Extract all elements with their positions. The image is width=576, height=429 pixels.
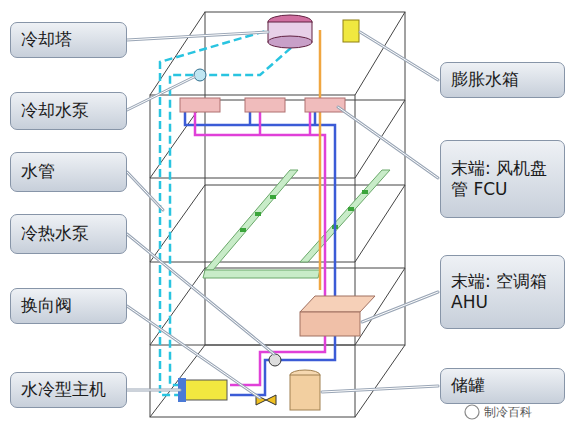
callout-box: 冷热水泵	[10, 214, 127, 254]
watermark: 制冷百科	[482, 404, 534, 421]
callout-text: 末端: 空调箱 AHU	[451, 271, 554, 314]
callout-text: 膨胀水箱	[451, 69, 554, 90]
callout-text: 冷却塔	[21, 29, 116, 50]
callout-text: 水冷型主机	[21, 379, 116, 400]
callout-box: 水管	[10, 152, 127, 192]
callout-box: 换向阀	[10, 288, 127, 324]
callout-box: 膨胀水箱	[440, 62, 565, 98]
callout-box: 水冷型主机	[10, 372, 127, 408]
callout-box: 末端: 空调箱 AHU	[440, 255, 565, 329]
callout-text: 换向阀	[21, 295, 116, 316]
callout-text: 冷却水泵	[21, 100, 116, 121]
callout-box: 冷却塔	[10, 22, 127, 58]
callout-box: 储罐	[440, 368, 565, 404]
callout-text: 水管	[21, 161, 116, 182]
callout-box: 冷却水泵	[10, 92, 127, 130]
callout-text: 末端: 风机盘管 FCU	[451, 158, 554, 201]
callout-text: 储罐	[451, 375, 554, 396]
callout-box: 末端: 风机盘管 FCU	[440, 140, 565, 218]
callout-text: 冷热水泵	[21, 223, 116, 244]
